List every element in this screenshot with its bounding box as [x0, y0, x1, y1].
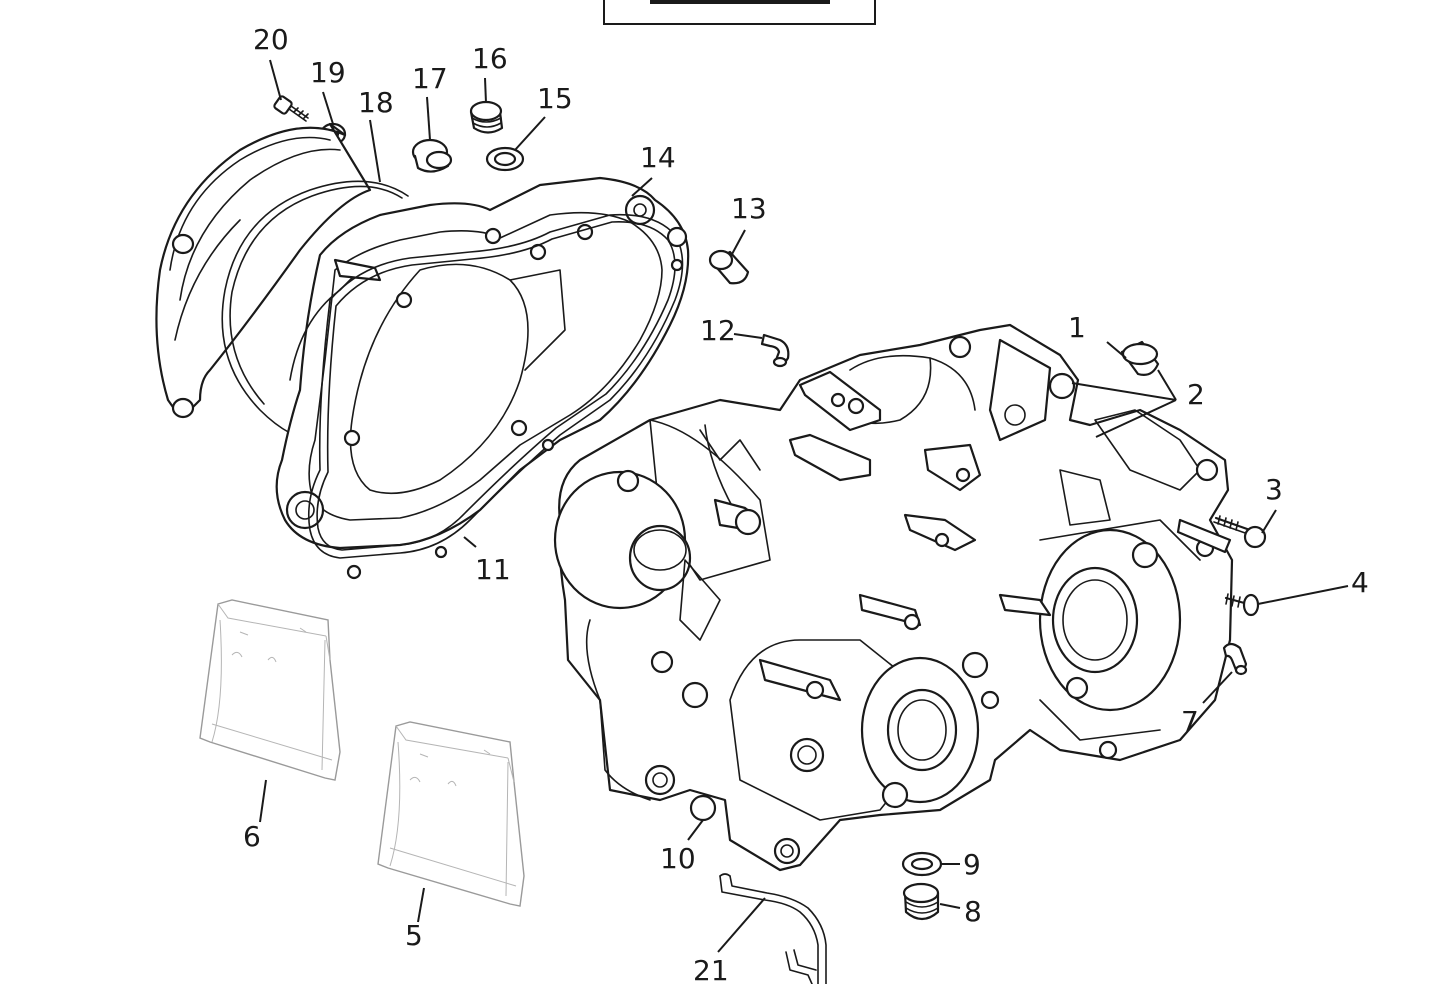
callout-6: 6	[243, 820, 261, 853]
callout-3: 3	[1265, 473, 1283, 506]
part-15-washer	[485, 146, 525, 172]
callout-7: 7	[1181, 705, 1199, 738]
callout-2: 2	[1187, 378, 1205, 411]
part-14-side-cover	[275, 176, 690, 550]
part-17-plug	[411, 138, 453, 173]
callout-1: 1	[1068, 311, 1086, 344]
callout-12: 12	[700, 314, 736, 347]
callout-17: 17	[412, 62, 448, 95]
part-10-o-ring	[689, 794, 717, 822]
title-box-cropped	[603, 0, 876, 25]
part-1-dowel	[1120, 340, 1160, 376]
callout-15: 15	[537, 82, 573, 115]
part-21-bracket	[719, 873, 827, 984]
part-7-elbow-fitting	[1222, 642, 1248, 676]
part-16-plug	[469, 100, 504, 134]
part-12-elbow-fitting	[760, 333, 790, 368]
part-13-dowel	[708, 249, 750, 285]
callout-5: 5	[405, 919, 423, 952]
part-9-washer	[901, 851, 943, 877]
callout-11: 11	[475, 553, 511, 586]
part-6-sealant-bag	[199, 599, 341, 781]
callout-19: 19	[310, 56, 346, 89]
callout-16: 16	[472, 42, 508, 75]
callout-9: 9	[963, 848, 981, 881]
callout-10: 10	[660, 842, 696, 875]
leader-lines	[259, 59, 1349, 953]
callout-18: 18	[358, 86, 394, 119]
part-3-bolt	[1213, 515, 1267, 549]
callout-8: 8	[964, 895, 982, 928]
callout-4: 4	[1351, 566, 1369, 599]
part-18-gasket	[221, 180, 409, 443]
callout-20: 20	[253, 23, 289, 56]
part-11-gasket	[307, 213, 688, 580]
part-4-screw	[1224, 593, 1260, 617]
callout-21: 21	[693, 954, 729, 984]
callout-14: 14	[640, 141, 676, 174]
part-2-crankcase	[553, 323, 1234, 872]
callout-13: 13	[731, 192, 767, 225]
part-8-plug	[902, 882, 940, 921]
part-20-screw	[273, 95, 309, 122]
callout-labels: 20 19 18 17 16 15 14 13 12 1 2 3 4 7 9 8…	[243, 23, 1369, 984]
part-5-sealant-bag	[377, 721, 525, 907]
part-outer-cover	[155, 122, 372, 419]
